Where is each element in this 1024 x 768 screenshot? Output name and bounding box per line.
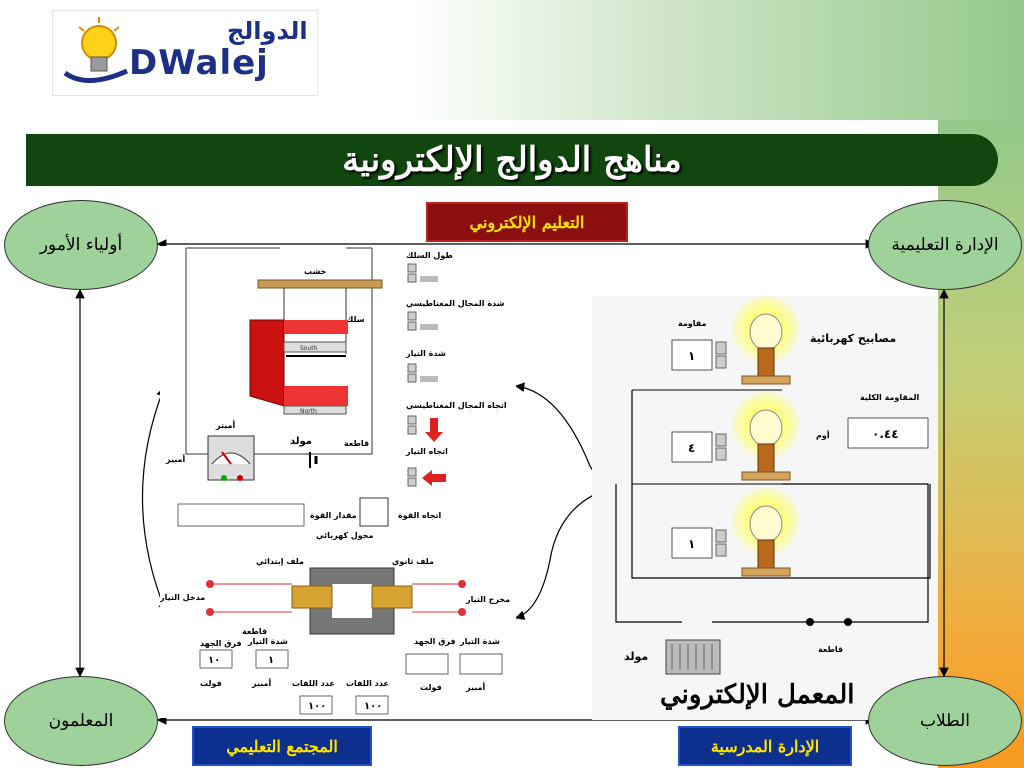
title-bar: مناهج الدوالج الإلكترونية xyxy=(26,134,998,186)
amp-label: أمبير xyxy=(251,678,271,688)
tag-e-learning[interactable]: التعليم الإلكتروني xyxy=(426,202,628,242)
oval-education-administration[interactable]: الإدارة التعليمية xyxy=(868,200,1022,290)
current-strength2-label: شدة التيار xyxy=(247,637,288,646)
field-direction-label: اتجاه المجال المغناطيسي xyxy=(406,401,507,410)
north-label: North xyxy=(300,408,317,415)
voltage-diff-label: فرق الجهد xyxy=(200,639,242,648)
voltage-value: ١٠ xyxy=(208,655,220,666)
volt-label: فولت xyxy=(200,679,222,688)
turns-value-2: ١٠٠ xyxy=(364,701,382,712)
ohm-label: أوم xyxy=(816,430,830,440)
current-in-label: مدخل التيار xyxy=(160,593,205,602)
primary-coil-label: ملف إبتدائي xyxy=(256,557,304,566)
tag-school-administration[interactable]: الإدارة المدرسية xyxy=(678,726,852,766)
current-out-label: مخرج التيار xyxy=(465,595,510,604)
current-strength-label: شدة التيار xyxy=(405,349,446,358)
arrow-curve-mid2 xyxy=(514,485,619,620)
page-title: مناهج الدوالج الإلكترونية xyxy=(342,140,682,180)
current-value: ١ xyxy=(268,655,274,666)
oval-parents[interactable]: أولياء الأمور xyxy=(4,200,158,290)
ammeter-label: أميتر xyxy=(215,420,235,430)
total-resistance-value: ٠.٤٤ xyxy=(872,427,899,441)
circuit-switch-label: قاطعة xyxy=(818,645,843,654)
wire-length-label: طول السلك xyxy=(406,251,453,260)
current-strength3-label: شدة التيار xyxy=(459,637,500,646)
circuit-diagram: مصابيح كهربائية مقاومة المقاومة الكلية ٠… xyxy=(615,296,931,675)
wire-label: سلك xyxy=(346,315,365,324)
turns-label-2: عدد اللفات xyxy=(346,679,389,688)
turns-label: عدد اللفات xyxy=(292,679,335,688)
resistance-label: مقاومة xyxy=(678,319,707,328)
voltage-diff-label-2: فرق الجهد xyxy=(414,637,456,646)
oval-students[interactable]: الطلاب xyxy=(868,676,1022,766)
tag-educational-community[interactable]: المجتمع التعليمي xyxy=(192,726,372,766)
lamp-1-icon xyxy=(730,296,802,385)
magnetism-simulation-panel: خشب سلك South North أميتر أمبير مولد قاط… xyxy=(159,246,516,718)
resistance-1-value: ١ xyxy=(688,349,695,363)
transformer-label: محول كهربائي xyxy=(316,531,374,540)
force-direction-label: اتجاه القوة xyxy=(398,511,442,520)
field-strength-label: شدة المجال المغناطيسي xyxy=(406,299,505,308)
logo: الدوالج DWalej xyxy=(52,10,318,96)
south-label: South xyxy=(300,345,318,352)
bulb-logo-icon xyxy=(63,17,129,84)
arrow-curve-left xyxy=(141,386,168,614)
circuit-simulation-panel: مصابيح كهربائية مقاومة المقاومة الكلية ٠… xyxy=(592,296,938,720)
volt-label-2: فولت xyxy=(420,683,442,692)
current-direction-label: اتجاه التيار xyxy=(405,447,448,456)
force-amount-label: مقدار القوة xyxy=(310,511,357,520)
circuit-generator-label: مولد xyxy=(624,650,648,663)
transformer-switch-label: قاطعة xyxy=(242,627,267,636)
magnetism-diagram: خشب سلك South North أميتر أمبير مولد قاط… xyxy=(159,247,510,715)
logo-latin: DWalej xyxy=(129,43,269,83)
electronic-lab-label: المعمل الإلكتروني xyxy=(660,680,855,710)
lamps-label: مصابيح كهربائية xyxy=(810,332,896,345)
wood-label: خشب xyxy=(304,267,327,276)
turns-value-1: ١٠٠ xyxy=(308,701,326,712)
lamp-2-icon xyxy=(730,392,802,481)
total-resistance-label: المقاومة الكلية xyxy=(860,393,919,402)
resistance-3-value: ١ xyxy=(688,537,695,551)
generator-label: مولد xyxy=(290,436,312,447)
amp-label-2: أمبير xyxy=(465,682,485,692)
secondary-coil-label: ملف ثانوي xyxy=(392,557,434,566)
oval-teachers[interactable]: المعلمون xyxy=(4,676,158,766)
lamp-3-icon xyxy=(730,488,802,577)
ampere-label: أمبير xyxy=(165,454,185,464)
resistance-2-value: ٤ xyxy=(688,441,695,455)
logo-arabic: الدوالج xyxy=(227,17,308,45)
switch-label: قاطعة xyxy=(344,439,369,448)
